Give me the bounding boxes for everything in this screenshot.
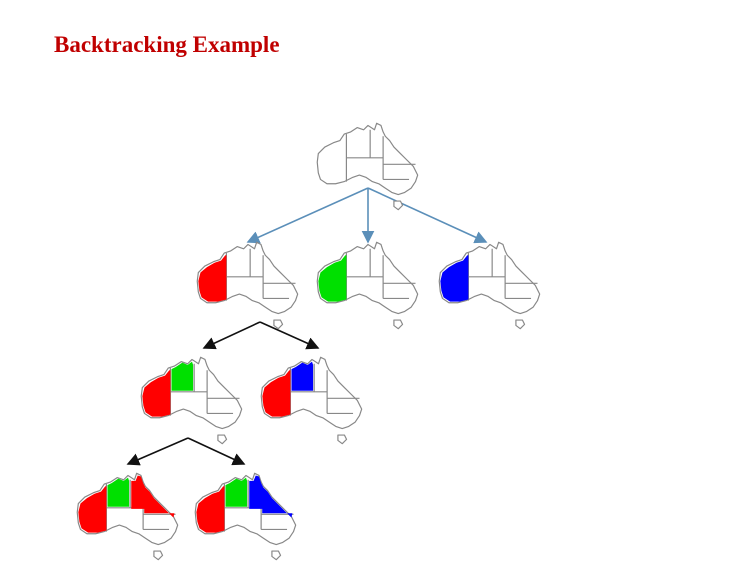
tree-arrow-3-1 <box>126 437 189 466</box>
tree-arrow-1-3 <box>367 187 488 244</box>
map-level-2-node-2 <box>260 356 363 445</box>
tree-arrow-1-1 <box>246 187 369 244</box>
map-level-1-node-3 <box>438 241 541 330</box>
map-level-3-node-1 <box>76 472 179 561</box>
map-level-1-node-1 <box>196 241 299 330</box>
tree-arrow-2-2 <box>259 321 320 350</box>
map-level-3-node-2 <box>194 472 297 561</box>
map-level-1-node-2 <box>316 241 419 330</box>
slide-title: Backtracking Example <box>54 32 280 57</box>
tree-edges <box>126 187 488 466</box>
tree-arrow-3-2 <box>187 437 246 466</box>
tree-nodes <box>76 122 541 561</box>
map-level-2-node-1 <box>140 356 243 445</box>
tree-arrow-2-1 <box>202 321 261 350</box>
